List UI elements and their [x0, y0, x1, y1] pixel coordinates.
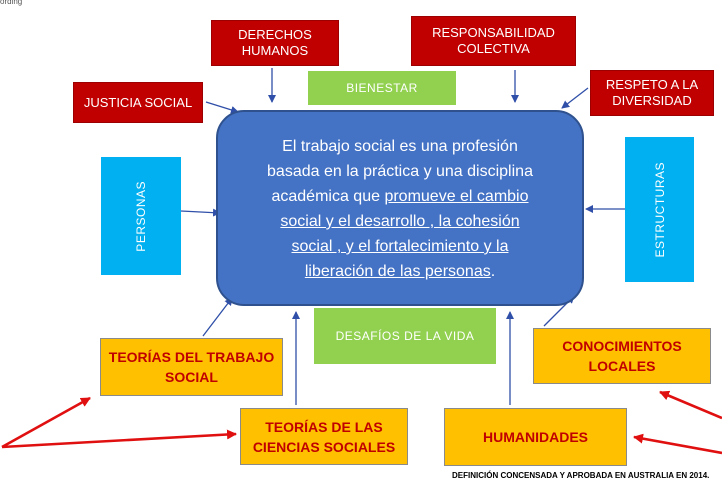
label: SOCIAL: [165, 369, 218, 385]
box-personas: PERSONAS: [101, 157, 181, 275]
label: RESPONSABILIDAD: [432, 25, 555, 40]
definition-line: .: [490, 263, 496, 280]
corner-text: ording: [0, 0, 23, 6]
definition-box: El trabajo social es una profesión basad…: [216, 110, 584, 306]
definition-line: académica que: [271, 188, 385, 205]
definition-line: El trabajo social es una profesión: [282, 138, 518, 155]
label: HUMANOS: [241, 43, 309, 58]
label: TEORÍAS DEL TRABAJO: [108, 349, 275, 365]
red-arrow-to-humanidades: [633, 433, 722, 455]
label: DERECHOS: [238, 27, 312, 42]
label: DIVERSIDAD: [612, 93, 692, 108]
caption: DEFINICIÓN CONCENSADA Y APROBADA EN AUST…: [452, 471, 710, 480]
definition-underlined: promueve el cambio: [384, 188, 529, 205]
label: LOCALES: [588, 358, 656, 374]
label: COLECTIVA: [457, 41, 530, 56]
label: JUSTICIA SOCIAL: [83, 94, 193, 110]
box-desafios-vida: DESAFÍOS DE LA VIDA: [314, 308, 496, 364]
arrow-respeto: [561, 87, 589, 109]
label: TEORÍAS DE LAS: [265, 418, 383, 435]
label: HUMANIDADES: [483, 429, 588, 445]
box-estructuras: ESTRUCTURAS: [625, 137, 694, 282]
label: BIENESTAR: [346, 81, 418, 95]
arrow-teorias-ts: [202, 297, 233, 337]
red-arrow-to-ciencias: [1, 429, 237, 449]
label: DESAFÍOS DE LA VIDA: [335, 329, 475, 343]
red-arrow-to-conocimientos: [659, 390, 722, 420]
box-justicia-social: JUSTICIA SOCIAL: [73, 82, 203, 123]
label: CONOCIMIENTOS: [562, 338, 682, 354]
definition-underlined: social y el desarrollo , la cohesión: [280, 213, 520, 230]
definition-line: basada en la práctica y una disciplina: [267, 163, 533, 180]
definition-underlined: liberación de las personas: [304, 263, 491, 280]
label: ESTRUCTURAS: [652, 161, 667, 258]
box-conocimientos-locales: CONOCIMIENTOS LOCALES: [533, 328, 711, 384]
box-bienestar: BIENESTAR: [308, 71, 456, 105]
red-arrow-to-teorias-ts: [1, 396, 91, 449]
label: PERSONAS: [134, 180, 148, 252]
label: RESPETO A LA: [605, 77, 699, 92]
arrow-personas: [180, 208, 221, 217]
box-humanidades: HUMANIDADES: [444, 408, 627, 466]
arrow-justicia: [205, 101, 239, 114]
definition-underlined: social , y el fortalecimiento y la: [291, 238, 509, 255]
label: CIENCIAS SOCIALES: [252, 438, 396, 455]
box-teorias-ciencias-sociales: TEORÍAS DE LAS CIENCIAS SOCIALES: [240, 408, 408, 465]
box-teorias-trabajo-social: TEORÍAS DEL TRABAJO SOCIAL: [100, 338, 283, 396]
